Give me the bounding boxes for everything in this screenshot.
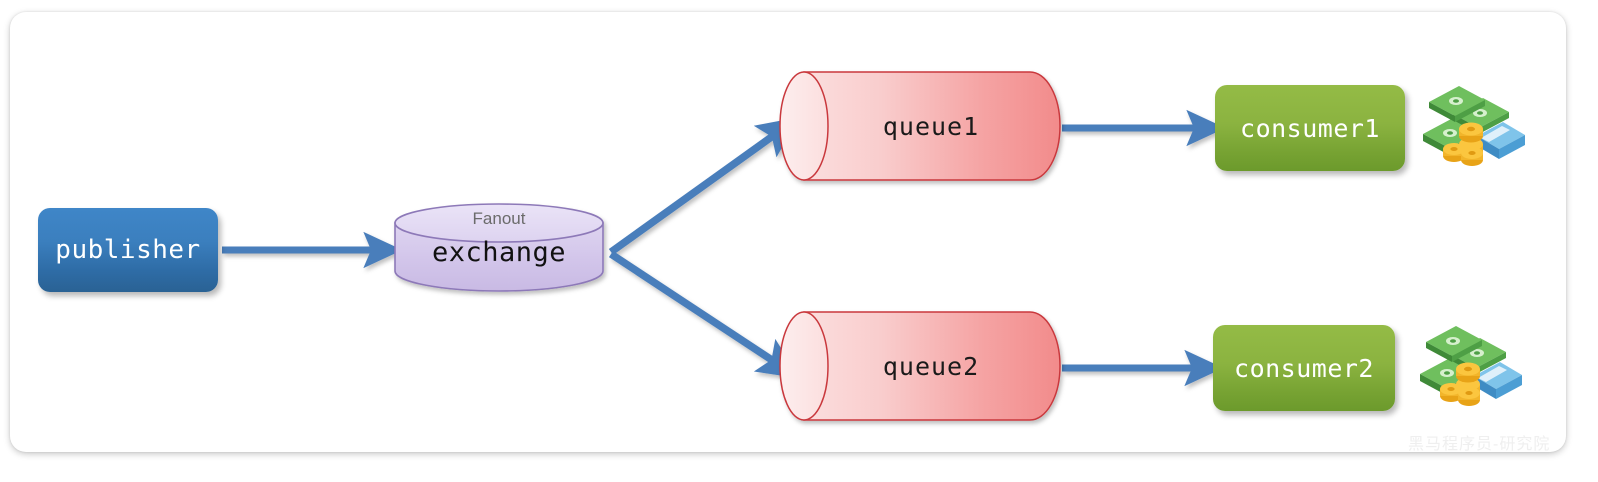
node-exchange[interactable]: Fanout exchange [393,203,605,292]
watermark-text: 黑马程序员-研究院 [1408,436,1551,453]
money-cash-card-icon [1420,326,1522,406]
node-queue1[interactable]: queue1 [778,70,1061,182]
edge-exchange-to-queue2 [608,250,800,379]
money-cash-card-icon [1423,86,1525,166]
node-consumer1[interactable]: consumer1 [1215,85,1405,171]
node-queue2[interactable]: queue2 [778,310,1061,422]
node-consumer2[interactable]: consumer2 [1213,325,1395,411]
consumer1-label: consumer1 [1240,113,1380,143]
consumer2-label: consumer2 [1234,353,1374,383]
publisher-label: publisher [55,235,201,265]
edge-exchange-to-queue1 [608,117,800,256]
node-publisher[interactable]: publisher [38,208,218,292]
